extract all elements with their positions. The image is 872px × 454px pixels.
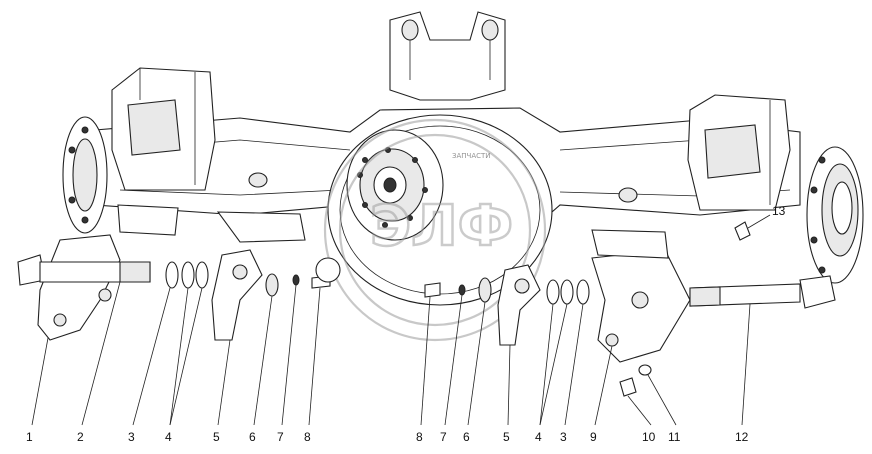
watermark-logo-text: ЭЛФ [370, 194, 513, 259]
callout-10: 10 [642, 430, 656, 444]
callout-13: 13 [772, 204, 786, 218]
callout-labels: 1 2 3 4 5 6 7 8 8 7 6 5 4 3 9 10 11 12 1… [26, 204, 786, 444]
watermark-subtext: ЗАПЧАСТИ [452, 152, 491, 160]
leader-lines [31, 214, 771, 426]
callout-6: 6 [249, 430, 256, 444]
callout-8: 8 [304, 430, 311, 444]
callout-2: 2 [77, 430, 84, 444]
callout-4: 4 [165, 430, 172, 444]
callout-9: 9 [590, 430, 597, 444]
callout-12: 12 [735, 430, 749, 444]
left-brake-parts [17, 204, 341, 341]
callout-4-right: 4 [535, 430, 542, 444]
right-brake-parts [424, 221, 836, 397]
left-hub-flange [62, 116, 108, 234]
callout-8-right: 8 [416, 430, 423, 444]
callout-7: 7 [277, 430, 284, 444]
callout-5-right: 5 [503, 430, 510, 444]
right-spring-pad [687, 94, 791, 211]
callout-11: 11 [668, 430, 681, 444]
callout-6-right: 6 [463, 430, 470, 444]
left-spring-pad [111, 67, 216, 191]
callout-3: 3 [128, 430, 135, 444]
right-hub-flange [806, 146, 864, 284]
callout-7-right: 7 [440, 430, 447, 444]
differential-housing [327, 114, 553, 306]
center-top-bracket [389, 11, 506, 101]
callout-3-right: 3 [560, 430, 567, 444]
callout-1: 1 [26, 430, 33, 444]
callout-5: 5 [213, 430, 220, 444]
watermark: ЭЛФ ЗАПЧАСТИ [323, 118, 547, 342]
